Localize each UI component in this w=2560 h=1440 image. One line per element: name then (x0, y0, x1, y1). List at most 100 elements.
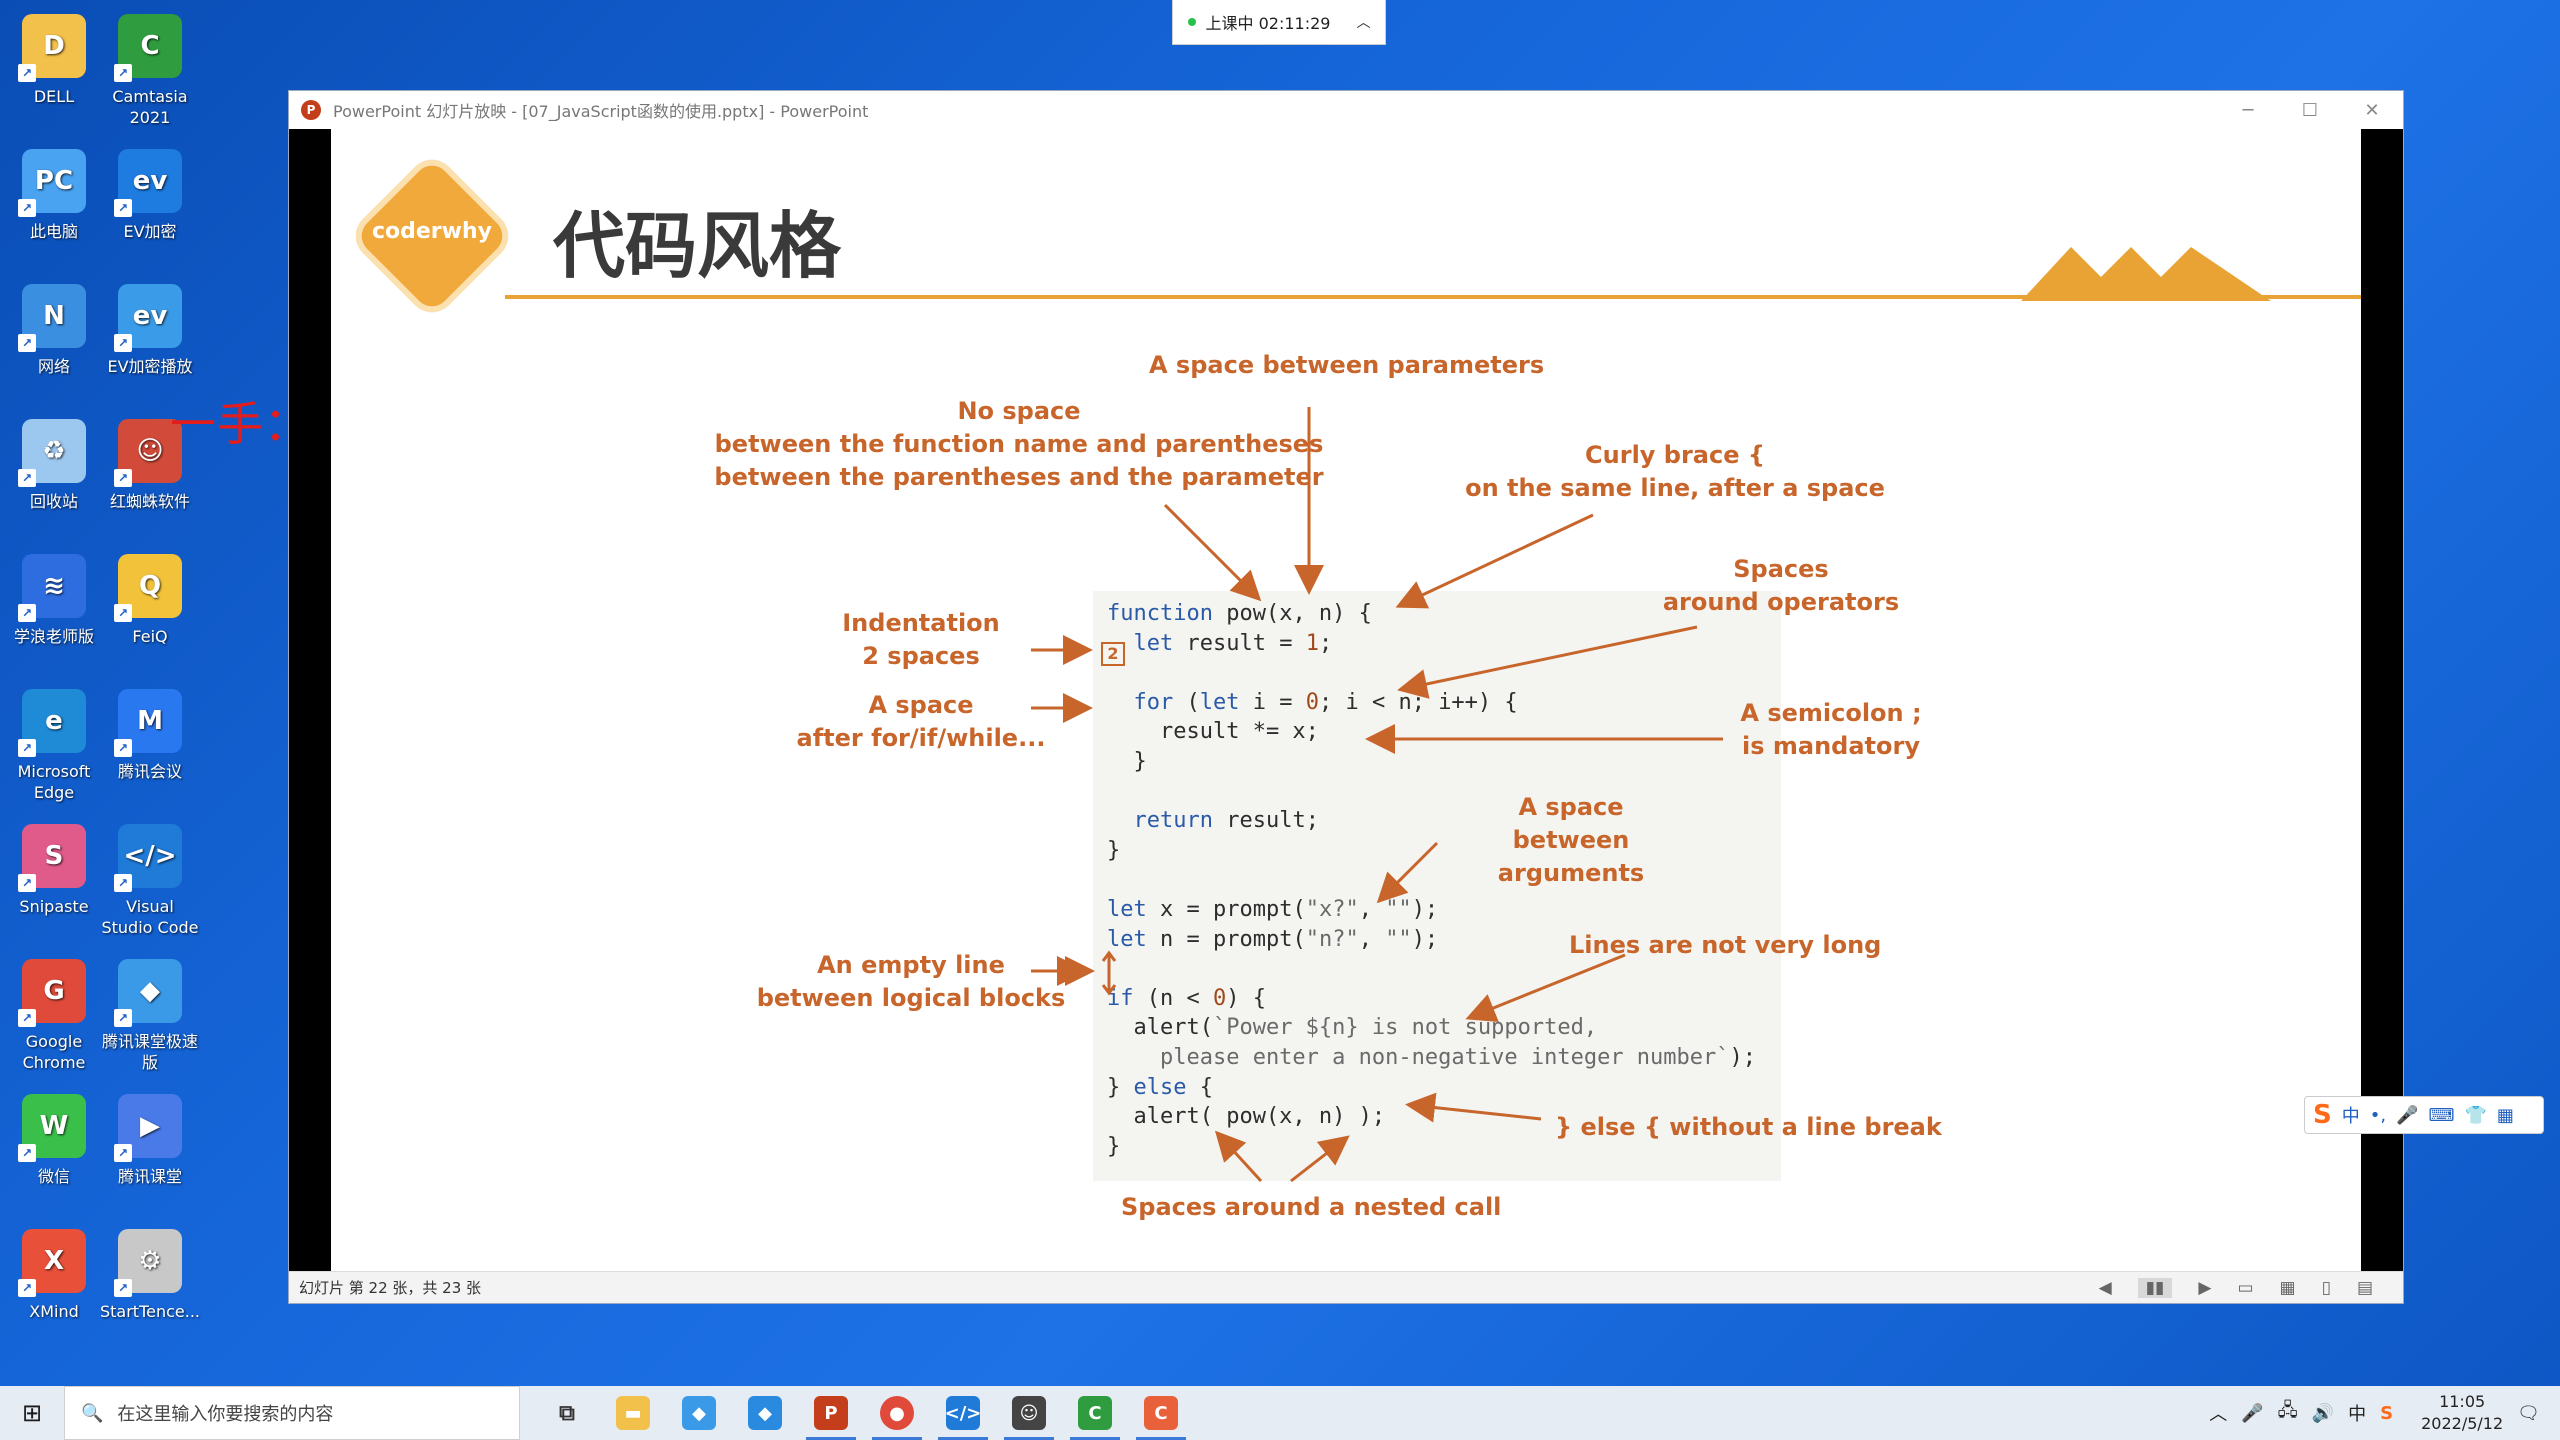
code-block (1093, 591, 1781, 1181)
desktop-icon[interactable]: evEV加密 (96, 149, 204, 242)
desktop-icon[interactable]: eMicrosoft Edge (0, 689, 108, 803)
taskbar-tencent-class-fast[interactable]: ◆ (666, 1386, 732, 1440)
slideshow-view-icon[interactable]: ▤ (2356, 1278, 2373, 1298)
desktop-icon[interactable]: D DELL (0, 14, 108, 107)
taskbar-camtasia[interactable]: C (1062, 1386, 1128, 1440)
next-slide-icon[interactable]: ▶ (2198, 1278, 2212, 1298)
skin-icon[interactable]: 👕 (2464, 1104, 2487, 1126)
desktop-icon[interactable]: XXMind (0, 1229, 108, 1322)
reading-view-icon[interactable]: ▯ (2321, 1278, 2331, 1298)
desktop-icon[interactable]: ♻回收站 (0, 419, 108, 512)
annotation-ops-title: Spaces (1733, 555, 1829, 583)
slide-22[interactable]: coderwhy 代码风格 function pow(x, n) { let r… (331, 129, 2361, 1273)
powerpoint-window: P PowerPoint 幻灯片放映 - [07_JavaScript函数的使用… (288, 90, 2404, 1304)
desktop-icon-label: DELL (33, 87, 75, 106)
taskbar-red-spider[interactable]: ☺ (996, 1386, 1062, 1440)
desktop-icon-label: EV加密 (123, 222, 177, 241)
app-icon: G (18, 959, 86, 1027)
slide-sorter-icon[interactable]: ▦ (2279, 1278, 2296, 1298)
ime-toolbar[interactable]: S 中 •, 🎤 ⌨ 👕 ▦ (2304, 1096, 2544, 1134)
slide-title: 代码风格 (553, 204, 842, 288)
app-icon: ⚙ (114, 1229, 182, 1297)
desktop-icon[interactable]: </>Visual Studio Code (96, 824, 204, 938)
keyboard-icon[interactable]: ⌨ (2428, 1104, 2455, 1126)
taskbar: ⊞ 🔍 在这里输入你要搜索的内容 ⧉ ▬ ◆ ◆ P ● </> ☺ C C ︿… (0, 1386, 2560, 1440)
desktop-icon-label: Camtasia 2021 (112, 87, 188, 127)
maximize-button[interactable]: ☐ (2301, 99, 2319, 121)
desktop-icon[interactable]: ▶腾讯课堂 (96, 1094, 204, 1187)
app-icon: N (18, 284, 86, 352)
close-button[interactable]: ✕ (2364, 99, 2380, 121)
desktop-icon[interactable]: ⚙StartTence... (96, 1229, 204, 1322)
desktop-icon[interactable]: W微信 (0, 1094, 108, 1187)
taskbar-clock[interactable]: 11:05 2022/5/12 (2421, 1391, 2503, 1435)
taskbar-chrome[interactable]: ● (864, 1386, 930, 1440)
desktop-icon[interactable]: evEV加密播放 (96, 284, 204, 377)
desktop-icon-label: Snipaste (19, 897, 89, 916)
normal-view-icon[interactable]: ▭ (2237, 1278, 2254, 1298)
annotation-args-line3: arguments (1497, 859, 1645, 887)
taskbar-file-explorer[interactable]: ▬ (600, 1386, 666, 1440)
taskbar-vscode[interactable]: </> (930, 1386, 996, 1440)
annotation-params: A space between parameters (1149, 351, 1545, 379)
microphone-icon[interactable]: 🎤 (2241, 1402, 2264, 1424)
microphone-icon[interactable]: 🎤 (2396, 1104, 2419, 1126)
start-button[interactable]: ⊞ (21, 1399, 43, 1427)
app-icon: ◆ (114, 959, 182, 1027)
window-titlebar: P PowerPoint 幻灯片放映 - [07_JavaScript函数的使用… (289, 91, 2403, 129)
app-icon: PC (18, 149, 86, 217)
taskbar-powerpoint[interactable]: P (798, 1386, 864, 1440)
powerpoint-logo-icon: P (301, 100, 321, 120)
desktop-icon-label: Microsoft Edge (17, 762, 91, 802)
chevron-up-icon[interactable]: ︿ (1356, 15, 1371, 31)
tencent-class-icon: ◆ (682, 1396, 716, 1430)
annotation-ops-line2: around operators (1662, 588, 1900, 616)
annotation-args-line1: A space (1518, 793, 1624, 821)
desktop-icon[interactable]: CCamtasia 2021 (96, 14, 204, 128)
desktop-icon[interactable]: N网络 (0, 284, 108, 377)
desktop-icon-label: 学浪老师版 (13, 627, 94, 646)
meeting-status-bar[interactable]: 上课中 02:11:29 ︿ (1172, 0, 1386, 45)
minimize-button[interactable]: ─ (2242, 99, 2254, 121)
desktop-icon-label: XMind (29, 1302, 79, 1321)
code-line: let result = 1; (1133, 630, 1333, 656)
annotation-semi-line2: is mandatory (1742, 732, 1920, 760)
annotation-empty-title: An empty line (817, 951, 1005, 979)
desktop-icon[interactable]: ≋ 学浪老师版 (0, 554, 108, 647)
system-tray: ︿ 🎤 🖧 🔊 中 S 11:05 2022/5/12 🗨 (2209, 1386, 2560, 1440)
slideshow-area: coderwhy 代码风格 function pow(x, n) { let r… (289, 129, 2403, 1273)
chevron-up-icon[interactable]: ︿ (2209, 1404, 2228, 1425)
annotation-nospace-title: No space (957, 397, 1081, 425)
input-method-icon[interactable]: 中 (2348, 1404, 2367, 1425)
desktop-icon[interactable]: M 腾讯会议 (96, 689, 204, 782)
ime-language-toggle[interactable]: 中 (2341, 1106, 2360, 1127)
app-icon: M (114, 689, 182, 757)
punctuation-icon[interactable]: •, (2369, 1104, 2387, 1126)
taskbar-search[interactable]: 🔍 在这里输入你要搜索的内容 (64, 1386, 520, 1440)
taskbar-camtasia-recorder[interactable]: C (1128, 1386, 1194, 1440)
toolbox-icon[interactable]: ▦ (2496, 1104, 2514, 1126)
desktop-icon[interactable]: ◆ 腾讯课堂极速 版 (96, 959, 204, 1073)
volume-icon[interactable]: 🔊 (2311, 1402, 2335, 1424)
desktop-icon[interactable]: ☺红蜘蛛软件 (96, 419, 204, 512)
desktop-icon[interactable]: GGoogle Chrome (0, 959, 108, 1073)
mountains-decoration-icon (2021, 247, 2271, 301)
desktop-icon[interactable]: SSnipaste (0, 824, 108, 917)
desktop-icon-label: 腾讯课堂极速 版 (101, 1032, 198, 1072)
app-icon: ≋ (18, 554, 86, 622)
desktop-icon-label: 腾讯会议 (117, 762, 182, 781)
app-icon: D (18, 14, 86, 82)
annotation-forspace-line2: after for/if/while... (796, 724, 1046, 752)
previous-slide-icon[interactable]: ◀ (2098, 1278, 2112, 1298)
taskbar-tencent-class[interactable]: ◆ (732, 1386, 798, 1440)
code-line: } else { (1107, 1074, 1213, 1100)
notification-icon[interactable]: 🗨 (2517, 1402, 2540, 1424)
indent-marker-icon: 2 (1101, 642, 1125, 666)
network-icon[interactable]: 🖧 (2277, 1400, 2298, 1421)
desktop-icon-label: 腾讯课堂 (117, 1167, 182, 1186)
desktop-icon[interactable]: PC此电脑 (0, 149, 108, 242)
task-view-button[interactable]: ⧉ (534, 1386, 600, 1440)
desktop-icon[interactable]: QFeiQ (96, 554, 204, 647)
sogou-tray-icon[interactable]: S (2380, 1402, 2394, 1424)
pause-icon[interactable]: ▮▮ (2137, 1278, 2173, 1298)
